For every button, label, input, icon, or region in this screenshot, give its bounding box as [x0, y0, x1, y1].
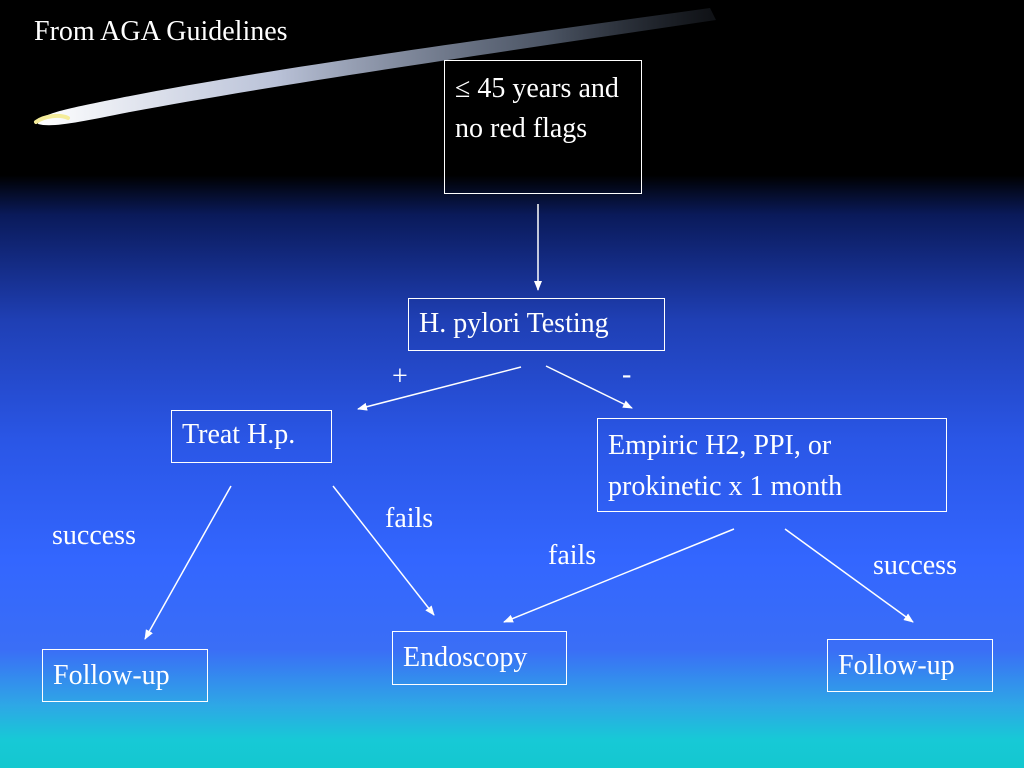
arrow-empiric-to-followup: [784, 528, 914, 623]
arrow-test-to-empiric: [545, 365, 633, 409]
negative-label: -: [622, 359, 632, 390]
positive-label: +: [392, 361, 408, 392]
follow-up-right-box: Follow-up: [827, 639, 993, 692]
follow-up-left-box: Follow-up: [42, 649, 208, 702]
fails-left-label: fails: [385, 503, 434, 534]
arrow-treat-to-followup: [144, 485, 232, 640]
treat-hp-box: Treat H.p.: [171, 410, 332, 463]
fails-right-label: fails: [548, 540, 597, 571]
slide-title: From AGA Guidelines: [34, 16, 288, 47]
arrow-treat-to-endoscopy: [332, 485, 435, 616]
success-right-label: success: [873, 550, 957, 581]
start-criteria-box: ≤ 45 years and no red flags: [444, 60, 642, 194]
success-left-label: success: [52, 520, 136, 551]
h-pylori-testing-box: H. pylori Testing: [408, 298, 665, 351]
arrow-test-to-treat: [357, 366, 522, 411]
empiric-therapy-box: Empiric H2, PPI, or prokinetic x 1 month: [597, 418, 947, 512]
endoscopy-box: Endoscopy: [392, 631, 567, 685]
arrow-empiric-to-endoscopy: [503, 528, 735, 623]
